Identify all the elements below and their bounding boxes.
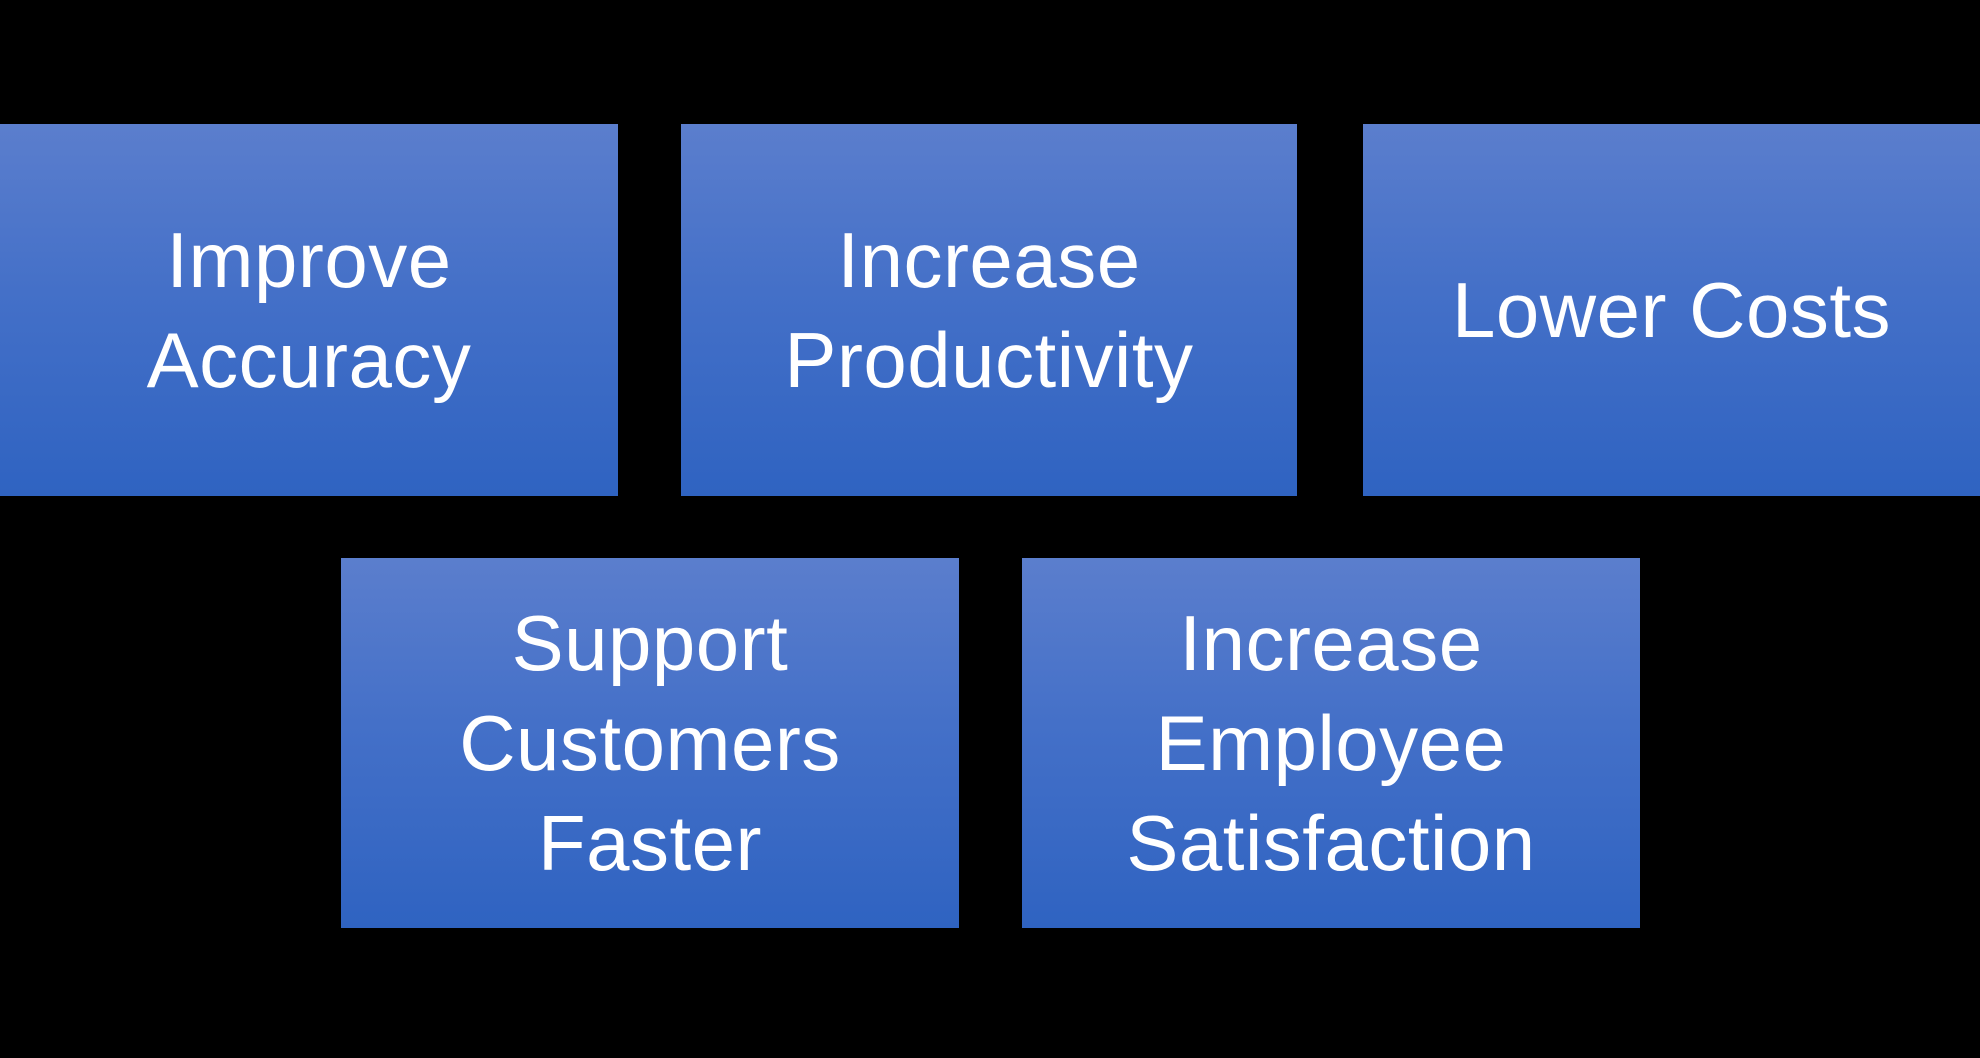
shape-increase-employee-satisfaction-label: Increase Employee Satisfaction [1126, 599, 1536, 887]
shape-support-customers-faster: Support Customers Faster [341, 558, 959, 928]
shape-support-customers-faster-label: Support Customers Faster [459, 599, 841, 887]
shape-increase-employee-satisfaction: Increase Employee Satisfaction [1022, 558, 1640, 928]
shape-lower-costs-label: Lower Costs [1452, 266, 1891, 354]
shape-increase-productivity: Increase Productivity [681, 124, 1297, 496]
shape-increase-productivity-label: Increase Productivity [784, 216, 1194, 404]
shape-improve-accuracy-label: Improve Accuracy [146, 216, 472, 404]
shape-lower-costs: Lower Costs [1363, 124, 1980, 496]
shape-improve-accuracy: Improve Accuracy [0, 124, 618, 496]
